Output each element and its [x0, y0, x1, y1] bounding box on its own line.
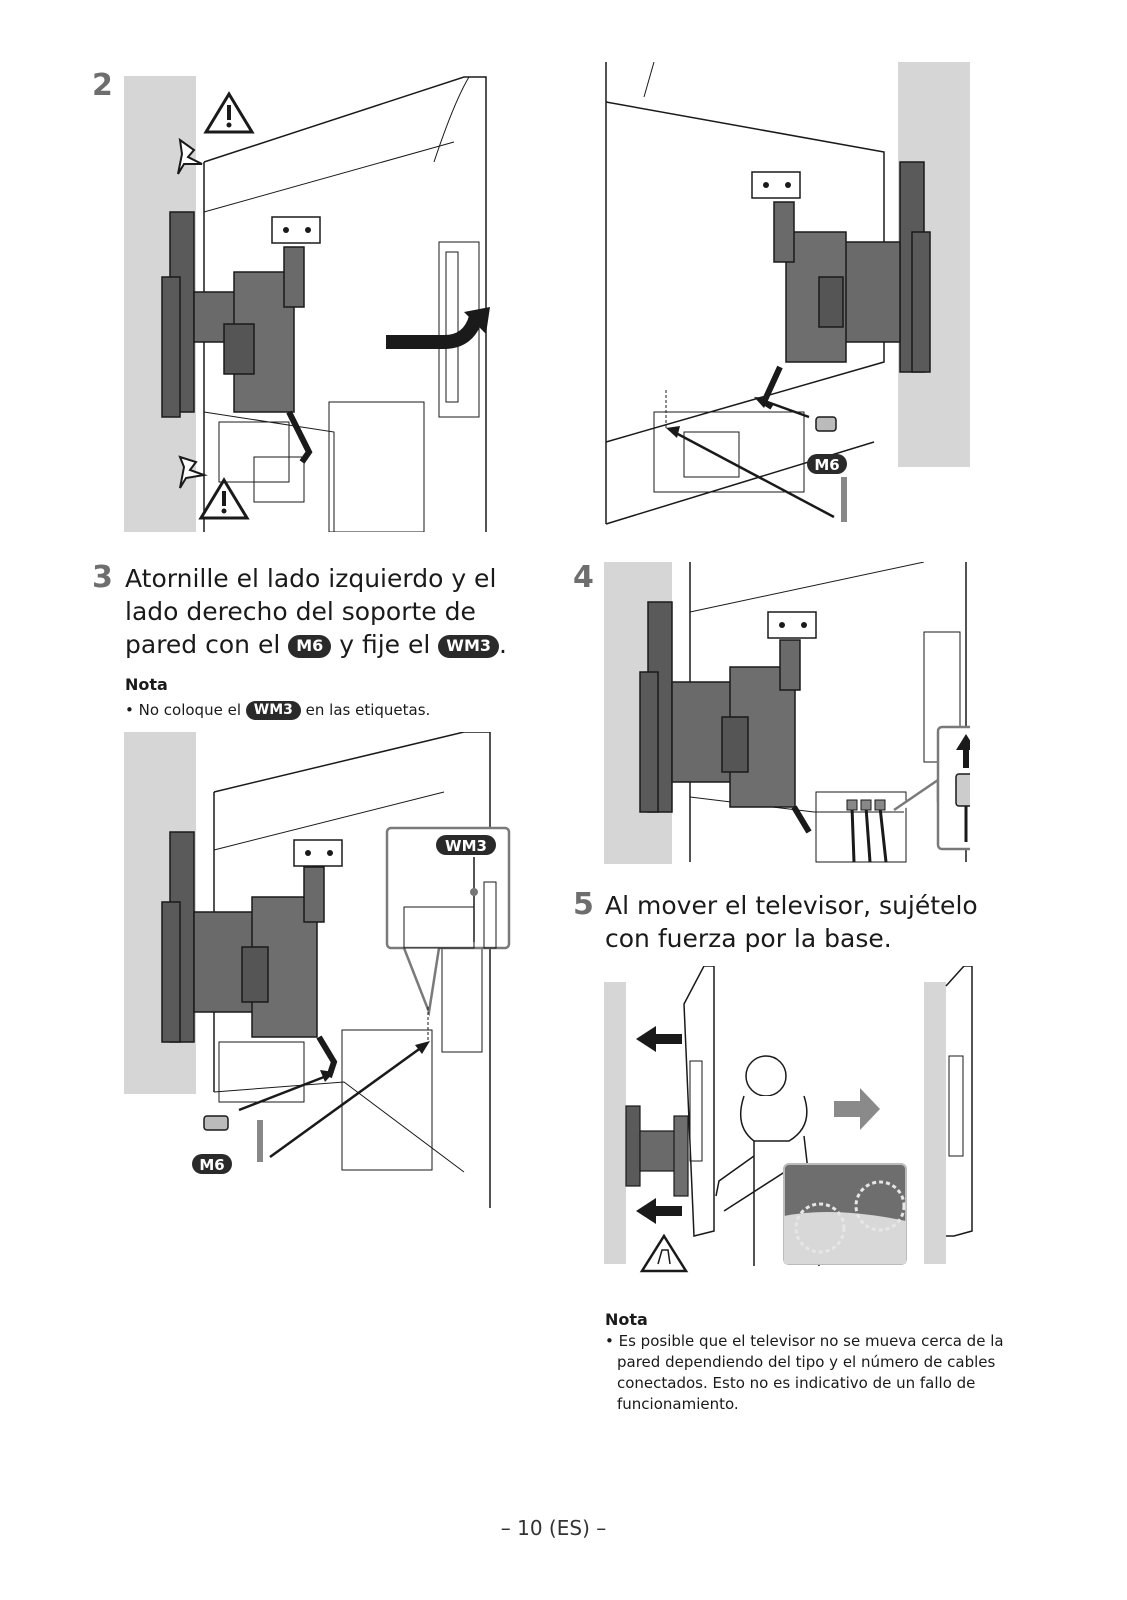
wm3-badge: WM3 [438, 634, 499, 658]
step-4-figure [604, 562, 970, 864]
impact-burst-icon [178, 455, 208, 489]
bottom-note-body: • Es posible que el televisor no se muev… [605, 1331, 1015, 1415]
step-3-instruction: Atornille el lado izquierdo y el lado de… [125, 562, 545, 661]
step-2-figure-left [124, 76, 490, 532]
pinch-hazard-icon [639, 1233, 689, 1273]
straight-arrow-icon [636, 1198, 682, 1224]
step-3-number: 3 [92, 560, 113, 595]
m6-label-badge: M6 [192, 1154, 232, 1174]
svg-text:M6: M6 [199, 1156, 224, 1174]
step-5-instruction: Al mover el televisor, sujételo con fuer… [605, 889, 1025, 955]
bottom-note-line-3: conectados. Esto no es indicativo de un … [617, 1374, 976, 1392]
impact-burst-icon [177, 137, 203, 175]
m6-label-badge: M6 [807, 454, 847, 474]
step-3-line-1: Atornille el lado izquierdo y el [125, 564, 497, 593]
bottom-note-line-1: • Es posible que el televisor no se muev… [605, 1332, 1004, 1350]
step-4-number: 4 [573, 560, 594, 595]
step-2-number: 2 [92, 68, 113, 103]
step-5-line-1: Al mover el televisor, sujételo [605, 891, 978, 920]
step-3-note-heading: Nota [125, 675, 168, 694]
warning-triangle-icon [203, 91, 255, 134]
bottom-note-line-4: funcionamiento. [617, 1395, 739, 1413]
svg-text:WM3: WM3 [445, 837, 487, 855]
wm3-label-badge: WM3 [436, 835, 496, 855]
bottom-note-line-2: pared dependiendo del tipo y el número d… [617, 1353, 996, 1371]
step-3-note-item: • No coloque el WM3 en las etiquetas. [125, 701, 431, 720]
m6-badge: M6 [288, 634, 332, 658]
step-5-figure [604, 966, 973, 1273]
step-5-line-2: con fuerza por la base. [605, 924, 892, 953]
step-5-number: 5 [573, 887, 594, 922]
straight-arrow-icon [834, 1088, 880, 1130]
bottom-note-heading: Nota [605, 1310, 648, 1329]
up-arrow-icon [956, 734, 970, 768]
step-2-figure-right: M6 [605, 62, 970, 525]
wm3-badge: WM3 [245, 701, 301, 720]
straight-arrow-icon [636, 1026, 682, 1052]
svg-text:M6: M6 [814, 456, 839, 474]
step-3-line-2: lado derecho del soporte de [125, 597, 476, 626]
step-3-line-3: pared con el M6 y fije el WM3. [125, 630, 507, 659]
warning-triangle-icon [198, 477, 250, 520]
step-3-figure: WM3 M6 [124, 732, 511, 1208]
page-number: – 10 (ES) – [500, 1516, 607, 1540]
